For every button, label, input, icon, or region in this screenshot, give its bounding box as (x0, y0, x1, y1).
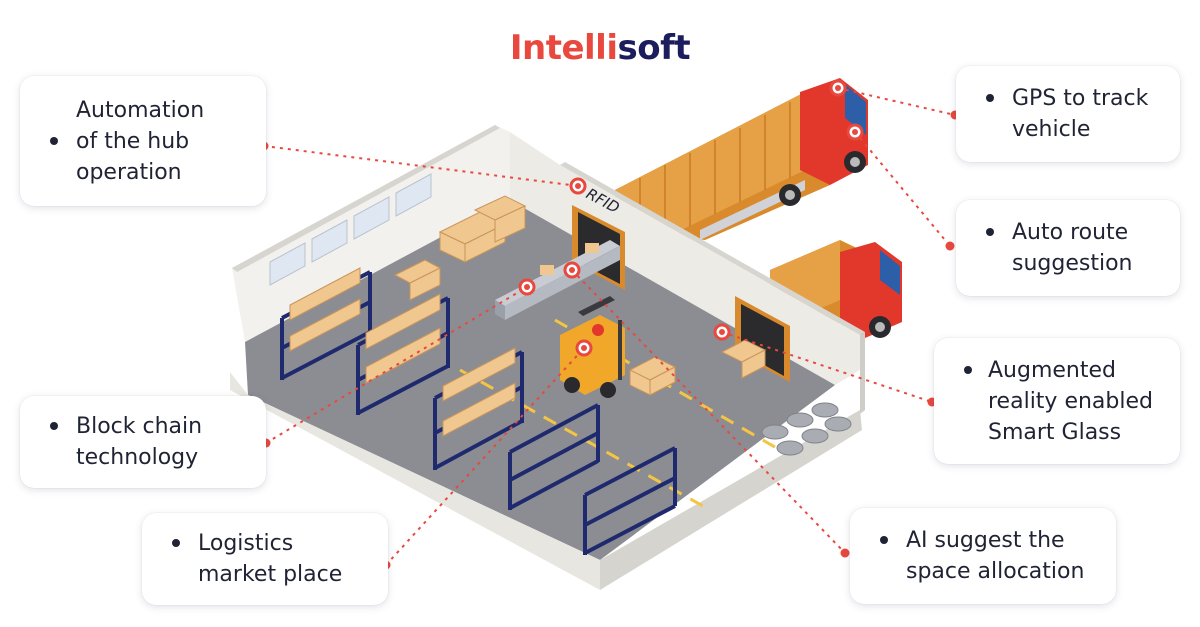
bullet-icon (986, 228, 994, 236)
card-route-text: Auto route suggestion (1012, 220, 1133, 276)
logo-part-soft: soft (617, 28, 691, 68)
box-stacks (393, 195, 767, 396)
card-augmented-reality: Augmented reality enabled Smart Glass (934, 338, 1180, 464)
intellisoft-logo: Intellisoft (0, 28, 1200, 68)
card-logistics: Logistics market place (142, 513, 388, 605)
card-ai-space-text: AI suggest the space allocation (906, 528, 1085, 584)
bullet-icon (964, 366, 972, 374)
bullet-icon (880, 536, 888, 544)
card-route: Auto route suggestion (956, 200, 1180, 296)
card-blockchain-text: Block chain technology (76, 414, 203, 470)
card-logistics-text: Logistics market place (198, 531, 343, 587)
shelving-units (280, 267, 677, 555)
connector-lines (263, 87, 956, 566)
forklift (560, 296, 625, 398)
card-ai-space: AI suggest the space allocation (850, 508, 1116, 604)
card-gps: GPS to track vehicle (956, 66, 1180, 162)
card-blockchain: Block chain technology (20, 396, 266, 488)
bullet-icon (172, 539, 180, 547)
bullet-icon (50, 137, 58, 145)
logo-part-intelli: Intelli (509, 28, 618, 68)
bullet-icon (50, 422, 58, 430)
card-augmented-reality-text: Augmented reality enabled Smart Glass (988, 357, 1153, 445)
card-automation: Automation of the hub operation (20, 76, 266, 206)
bullet-icon (986, 94, 994, 102)
barrels (761, 402, 852, 456)
card-automation-text: Automation of the hub operation (76, 97, 205, 185)
card-gps-text: GPS to track vehicle (1012, 86, 1149, 142)
